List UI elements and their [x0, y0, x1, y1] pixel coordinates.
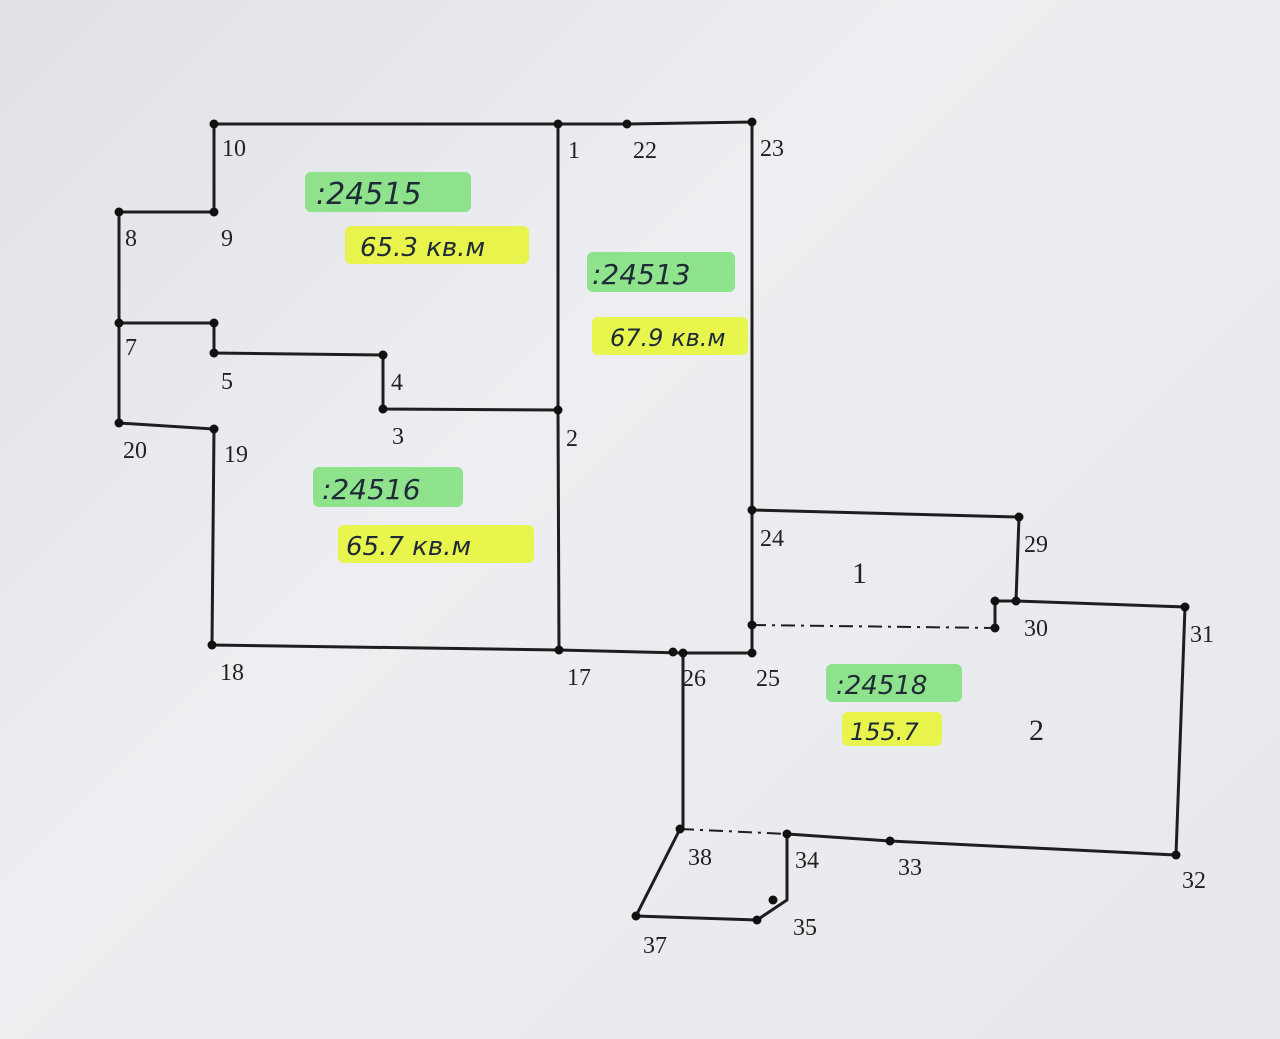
point-labels: 10 1 22 23 8 9 7 5 4 3 2 20 19 18 17 26 … [123, 136, 1214, 959]
parcel-area-24518: 155.7 [850, 718, 919, 746]
label-point-3: 3 [392, 424, 404, 450]
label-point-23: 23 [760, 136, 784, 162]
label-point-38: 38 [688, 845, 712, 871]
label-point-8: 8 [125, 226, 137, 252]
parcel-id-24515: :24515 [316, 177, 422, 212]
label-point-32: 32 [1182, 868, 1206, 894]
boundary-2-3-4-5-7 [119, 321, 559, 412]
boundary-30-step [993, 599, 1016, 628]
label-point-9: 9 [221, 226, 233, 252]
label-point-37: 37 [643, 933, 667, 959]
label-point-24: 24 [760, 526, 784, 552]
label-point-1: 1 [568, 138, 580, 164]
label-point-10: 10 [222, 136, 246, 162]
boundary-1-2-17 [556, 124, 561, 651]
label-point-4: 4 [391, 370, 403, 396]
dashed-part-divider [751, 624, 996, 629]
parcel-id-24516: :24516 [322, 473, 421, 506]
vertices [114, 117, 1190, 925]
label-point-35: 35 [793, 915, 817, 941]
boundary-24518 [751, 508, 1187, 857]
label-point-30: 30 [1024, 616, 1048, 642]
label-part-1: 1 [852, 557, 867, 590]
parcel-area-24513: 67.9 кв.м [610, 324, 725, 352]
label-point-18: 18 [220, 660, 244, 686]
parcel-id-24513: :24513 [592, 258, 691, 291]
label-part-2: 2 [1029, 714, 1044, 747]
label-point-26: 26 [682, 666, 706, 692]
label-point-29: 29 [1024, 532, 1048, 558]
parcel-area-24516: 65.7 кв.м [346, 532, 471, 562]
boundary-34-37 [633, 828, 789, 922]
label-point-25: 25 [756, 666, 780, 692]
label-point-2: 2 [566, 426, 578, 452]
label-point-17: 17 [567, 665, 591, 691]
label-point-7: 7 [125, 335, 137, 361]
boundary-lines [117, 120, 1187, 922]
outer-boundary [117, 120, 754, 655]
parcel-annotations: :24515 65.3 кв.м :24513 67.9 кв.м :24516… [305, 172, 962, 746]
label-point-5: 5 [221, 369, 233, 395]
label-point-34: 34 [795, 848, 819, 874]
label-point-31: 31 [1190, 622, 1214, 648]
parcel-area-24515: 65.3 кв.м [360, 233, 485, 263]
label-point-19: 19 [224, 442, 248, 468]
parcel-id-24518: :24518 [836, 671, 927, 701]
label-point-22: 22 [633, 138, 657, 164]
label-point-20: 20 [123, 438, 147, 464]
dashed-34-38 [679, 828, 788, 835]
label-point-33: 33 [898, 855, 922, 881]
